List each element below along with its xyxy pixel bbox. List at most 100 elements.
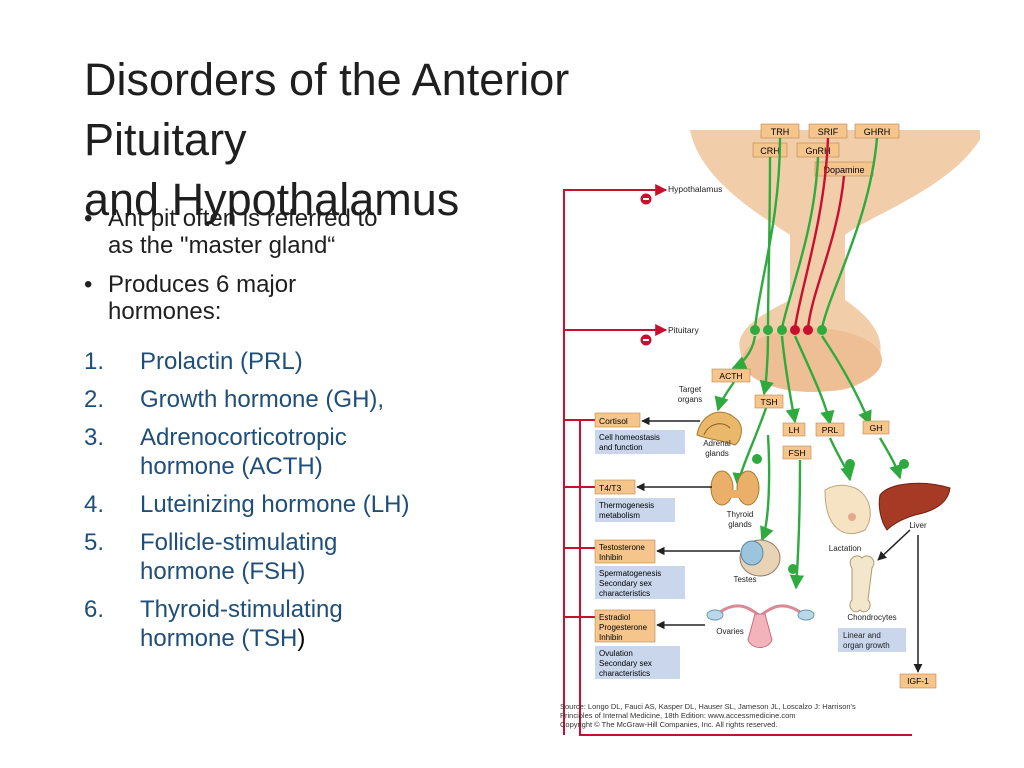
source-line-3: Copyright © The McGraw-Hill Companies, I…: [560, 720, 778, 729]
title-line-1: Disorders of the Anterior Pituitary: [84, 54, 570, 165]
hormone-item: 1. Prolactin (PRL): [84, 347, 514, 376]
label-gh: GH: [870, 423, 883, 433]
label-progesterone: Progesterone: [599, 623, 648, 632]
label-estradiol: Estradiol: [599, 613, 630, 622]
label-testosterone: Testosterone: [599, 543, 645, 552]
hormone-item: 2. Growth hormone (GH),: [84, 385, 514, 414]
bullet-text-2b: hormones:: [108, 298, 222, 325]
testes-icon: [739, 539, 781, 577]
bone-icon: [849, 555, 875, 613]
label-ghrh: GHRH: [864, 127, 891, 137]
hypothalamus-tissue: [690, 130, 980, 392]
hormone-name: Luteinizing hormone (LH): [140, 491, 410, 518]
label-crh: CRH: [760, 146, 780, 156]
hormone-name: Prolactin (PRL): [140, 348, 303, 375]
effect-thyroid-1: Thermogenesis: [599, 501, 654, 510]
hormone-number: 6.: [84, 596, 105, 623]
label-adrenal-2: glands: [705, 449, 729, 458]
pituitary-hormone-boxes: ACTH TSH LH PRL GH FSH: [711, 368, 890, 460]
adrenal-gland-icon: [696, 411, 742, 446]
effect-box-growth: [838, 628, 906, 652]
label-lh: LH: [789, 425, 800, 435]
effect-testes-1: Spermatogenesis: [599, 569, 661, 578]
label-prl: PRL: [822, 425, 839, 435]
hormone-name: Follicle-stimulating: [140, 529, 338, 556]
organ-secretion-arrows: [636, 416, 740, 630]
bullet-text-1a: Ant pit often is referred to: [108, 205, 378, 232]
effect-growth-1: Linear and: [843, 631, 881, 640]
igf-box: [899, 673, 937, 689]
pituitary-receptor-signs: [750, 325, 827, 335]
label-adrenal-1: Adrenal: [703, 439, 731, 448]
label-pituitary: Pituitary: [668, 325, 699, 335]
effect-thyroid-2: metabolism: [599, 511, 640, 520]
bullet-text-2a: Produces 6 major: [108, 271, 297, 298]
bullet-dot-icon: •: [84, 271, 93, 298]
slide-title: Disorders of the Anterior Pituitary and …: [84, 50, 644, 230]
label-srif: SRIF: [818, 127, 839, 137]
label-ovaries: Ovaries: [716, 627, 744, 636]
label-dopamine: Dopamine: [823, 165, 864, 175]
label-inhibin-m: Inhibin: [599, 553, 623, 562]
label-lactation: Lactation: [829, 544, 861, 553]
hormone-name-cont: hormone (ACTH): [140, 453, 323, 480]
label-inhibin-f: Inhibin: [599, 633, 623, 642]
hormone-list: 1. Prolactin (PRL) 2. Growth hormone (GH),…: [84, 347, 514, 662]
hormone-item: 4. Luteinizing hormone (LH): [84, 490, 514, 519]
hormone-name-paren: ): [297, 625, 306, 652]
ovaries-uterus-icon: [706, 604, 815, 648]
hormone-name: Adrenocorticotropic: [140, 424, 347, 451]
label-target-organs-2: organs: [678, 395, 702, 404]
effect-ovaries-3: characteristics: [599, 669, 650, 678]
effect-cortisol-1: Cell homeostasis: [599, 433, 660, 442]
source-line-2: Principles of Internal Medicine, 18th Ed…: [560, 711, 796, 720]
label-fsh: FSH: [789, 448, 806, 458]
bullet-text-1b: as the "master gland“: [108, 232, 336, 259]
label-gnrh: GnRH: [805, 146, 830, 156]
hormone-number: 1.: [84, 348, 105, 375]
effect-ovaries-1: Ovulation: [599, 649, 633, 658]
title-line-2: and Hypothalamus: [84, 174, 460, 225]
bullet-dot-icon: •: [84, 205, 93, 232]
pituitary-output-pathways: [714, 335, 904, 590]
source-line-1: Source: Longo DL, Fauci AS, Kasper DL, H…: [560, 702, 856, 711]
label-cortisol: Cortisol: [599, 416, 628, 426]
label-liver: Liver: [909, 521, 927, 530]
thyroid-gland-icon: [710, 470, 760, 506]
effect-testes-3: characteristics: [599, 589, 650, 598]
inhibit-minus-signs: [640, 193, 652, 346]
label-t4t3: T4/T3: [599, 483, 621, 493]
label-acth: ACTH: [719, 371, 742, 381]
pituitary-lobe: [742, 328, 882, 392]
hormone-number: 5.: [84, 529, 105, 556]
label-thyroid-1: Thyroid: [727, 510, 754, 519]
label-thyroid-2: glands: [728, 520, 752, 529]
label-testes: Testes: [733, 575, 756, 584]
label-tsh: TSH: [761, 397, 778, 407]
breast-icon: [824, 484, 871, 535]
label-hypothalamus: Hypothalamus: [668, 184, 722, 194]
effect-cortisol-2: and function: [599, 443, 643, 452]
hormone-name-cont: hormone (TSH: [140, 625, 298, 652]
hormone-number: 2.: [84, 386, 105, 413]
hormone-number: 4.: [84, 491, 105, 518]
effect-ovaries-2: Secondary sex: [599, 659, 652, 668]
label-target-organs-1: Target: [679, 385, 702, 394]
label-chondrocytes: Chondrocytes: [847, 613, 896, 622]
igf-pathway: [877, 529, 923, 673]
pituitary-axis-diagram: TRH SRIF GHRH CRH GnRH Dopamine: [563, 123, 980, 736]
hormone-number: 3.: [84, 424, 105, 451]
effect-testes-2: Secondary sex: [599, 579, 652, 588]
label-trh: TRH: [771, 127, 790, 137]
source-citation: Source: Longo DL, Fauci AS, Kasper DL, H…: [560, 702, 980, 729]
hypothalamic-pathways: [753, 137, 879, 329]
label-igf1: IGF-1: [907, 676, 929, 686]
hormone-name: Growth hormone (GH),: [140, 386, 385, 413]
hormone-name-cont: hormone (FSH): [140, 558, 306, 585]
liver-icon: [878, 482, 951, 531]
effect-growth-2: organ growth: [843, 641, 890, 650]
